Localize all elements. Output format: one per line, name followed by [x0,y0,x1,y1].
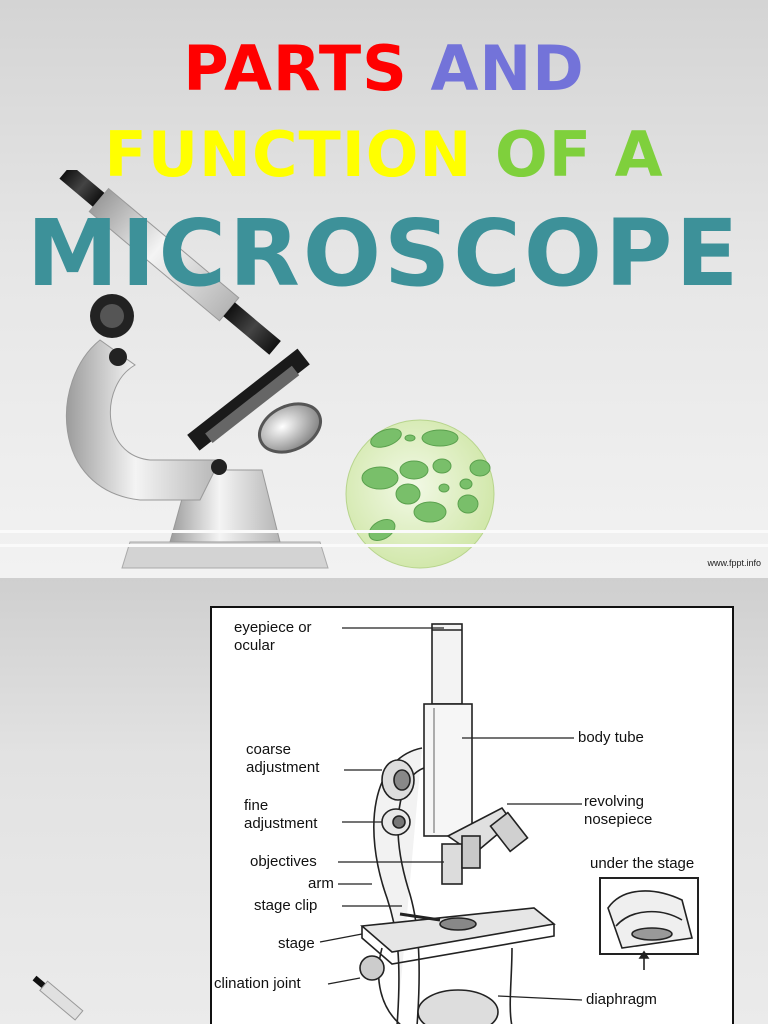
label-inclination-joint: clination joint [214,975,301,992]
label-arm: arm [308,875,334,892]
title-word-of-a: OF A [495,118,664,191]
label-fine-adjustment: adjustment [244,815,318,832]
label-under-stage: under the stage [590,855,695,872]
label-coarse: coarse [246,741,292,758]
microscope-illustration [59,170,329,569]
label-stage: stage [278,935,315,952]
microscope-icon [32,975,84,1021]
label-nosepiece: nosepiece [584,811,653,828]
title-microscope: MICROSCOPE [26,200,742,307]
title-line-1: PARTS AND [0,32,768,105]
microscope-diagram: eyepiece or ocular body tube coarse adju… [210,606,734,1024]
label-ocular: ocular [234,637,275,654]
title-word-parts: PARTS [183,32,408,105]
label-diaphragm: diaphragm [586,991,657,1008]
label-body-tube: body tube [578,729,644,746]
title-line-2: FUNCTION OF A [0,118,768,191]
label-coarse-adjustment: adjustment [246,759,320,776]
label-revolving: revolving [584,793,645,810]
label-stage-clip: stage clip [254,897,318,914]
label-fine: fine [244,797,269,814]
label-eyepiece: eyepiece or [234,619,312,636]
title-slide: PARTS AND FUNCTION OF A [0,0,768,578]
watermark: www.fppt.info [707,558,761,568]
microscope-line-drawing [319,623,699,1024]
floor-line [0,544,768,547]
cell-illustration [345,419,495,569]
label-objectives: objectives [250,853,317,870]
floor-line [0,530,768,533]
title-word-function: FUNCTION [104,118,473,191]
title-word-and: AND [430,32,585,105]
